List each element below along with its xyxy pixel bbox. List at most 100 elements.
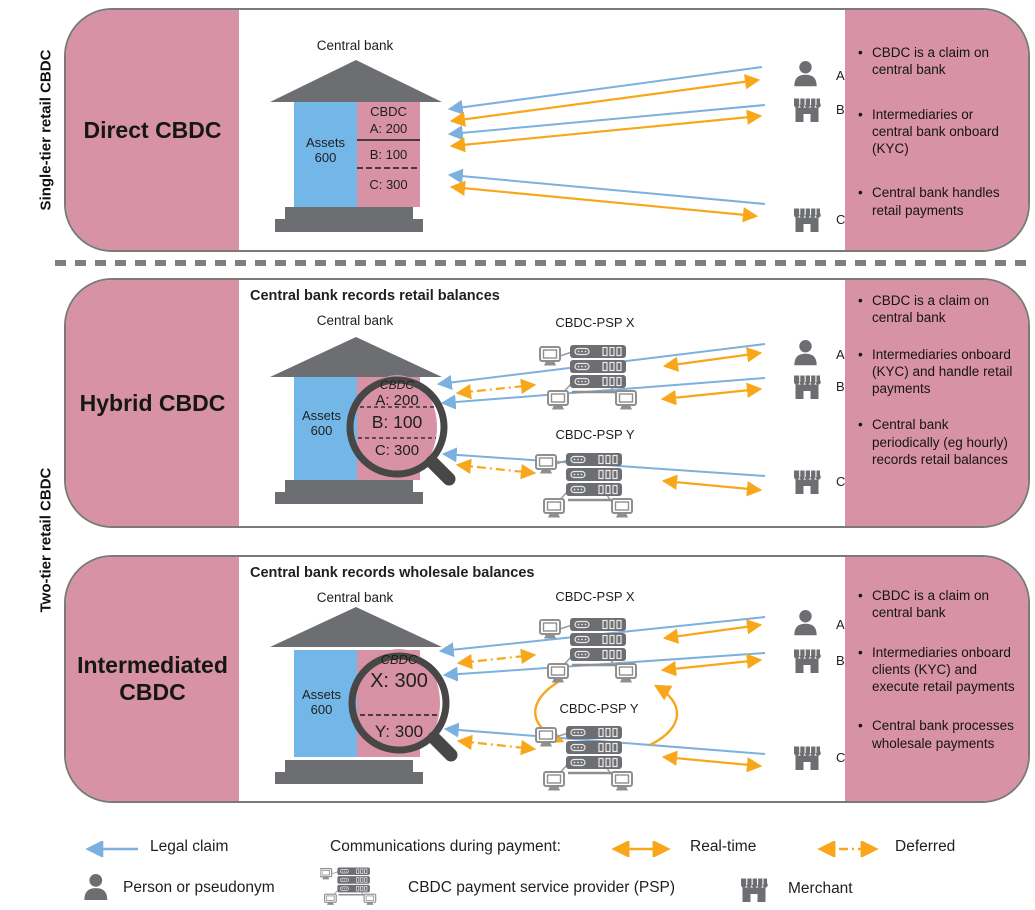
panel-hybrid-cbdc: Central bank records retail balances Cen… (64, 278, 1030, 528)
intermediated-cbdc-diagram (270, 607, 821, 803)
hybrid-cbdc-diagram (270, 337, 821, 528)
panel-notes-hybrid: CBDC is a claim on central bank Intermed… (845, 280, 1028, 526)
merchant-legend-icon (741, 878, 768, 902)
central-bank-building (270, 60, 442, 232)
user-label-a: A (836, 617, 845, 632)
real-time-arrows (660, 619, 763, 773)
bullet-list: CBDC is a claim on central bank Intermed… (855, 292, 1016, 468)
panel-notes-intermediated: CBDC is a claim on central bank Intermed… (845, 557, 1028, 801)
ledger-title: CBDC (370, 104, 407, 119)
psp-y-label: CBDC-PSP Y (555, 427, 635, 442)
person-legend-icon (84, 874, 108, 900)
user-label-b: B (836, 653, 845, 668)
ledger-row: B: 100 (369, 147, 408, 162)
bullet: Central bank handles retail payments (855, 184, 1016, 219)
ledger-row: X: 300 (370, 670, 428, 692)
legend-psp-label: CBDC payment service provider (PSP) (408, 879, 676, 896)
panel-direct-cbdc: Central bank Assets 600 CBDC A: 200 B: 1… (64, 8, 1030, 252)
psp-x-label: CBDC-PSP X (555, 589, 635, 604)
assets-label: Assets (305, 135, 345, 150)
deferred-legend-arrow (817, 841, 879, 857)
person-icon (794, 610, 817, 636)
assets-value: 600 (314, 150, 337, 165)
user-label-c: C (836, 212, 846, 227)
assets-label: Assets (301, 408, 341, 423)
direct-cbdc-diagram (270, 60, 821, 232)
ledger-row: C: 300 (374, 442, 420, 459)
panel-heading: Central bank records retail balances (250, 288, 500, 304)
assets-cell: Assets 600 (290, 687, 353, 717)
assets-label: Assets (301, 687, 341, 702)
real-time-arrows (660, 347, 763, 497)
bullet: Intermediaries or central bank onboard (… (855, 106, 1016, 158)
ledger-row: A: 200 (369, 121, 408, 136)
assets-cell: Assets 600 (290, 408, 353, 438)
bullet: Intermediaries onboard (KYC) and handle … (855, 346, 1016, 398)
user-label-a: A (836, 347, 845, 362)
person-icon (794, 61, 817, 87)
central-bank-label: Central bank (316, 313, 394, 328)
ledger-row: A: 200 (375, 392, 419, 409)
side-label-two-tier: Two-tier retail CBDC (37, 467, 55, 613)
psp-cluster-x (540, 618, 636, 683)
user-label-c: C (836, 750, 846, 765)
psp-cluster-y (536, 726, 632, 791)
magnifier (346, 375, 456, 486)
bullet: CBDC is a claim on central bank (855, 587, 1016, 622)
assets-cell: Assets 600 (294, 135, 357, 165)
person-icon (794, 340, 817, 366)
merchant-icon (794, 470, 821, 494)
bullet-list: CBDC is a claim on central bank Intermed… (855, 44, 1016, 219)
psp-x-label: CBDC-PSP X (555, 315, 635, 330)
ledger-title: CBDC (379, 378, 414, 392)
legend-person-label: Person or pseudonym (123, 879, 275, 896)
ledger-row: C: 300 (369, 177, 408, 192)
psp-y-label: CBDC-PSP Y (559, 701, 639, 716)
user-label-b: B (836, 379, 845, 394)
bullet: CBDC is a claim on central bank (855, 44, 1016, 79)
bullet-list: CBDC is a claim on central bank Intermed… (855, 587, 1016, 752)
side-label-single-tier: Single-tier retail CBDC (37, 49, 55, 211)
central-bank-label: Central bank (316, 38, 394, 53)
ledger-row: B: 100 (371, 412, 423, 432)
bullet: Central bank processes wholesale payment… (855, 717, 1016, 752)
legend-comms-title: Communications during payment: (330, 838, 561, 855)
magnifier (348, 649, 458, 762)
panel-notes-direct: CBDC is a claim on central bank Intermed… (845, 10, 1028, 250)
user-label-b: B (836, 102, 845, 117)
legend-deferred-label: Deferred (895, 838, 956, 855)
panel-title-direct: Direct CBDC (66, 10, 239, 250)
panel-heading: Central bank records wholesale balances (250, 565, 535, 581)
merchant-icon (794, 208, 821, 232)
deferred-arrows (456, 648, 537, 756)
section-divider (55, 260, 1035, 266)
ledger-title: CBDC (380, 652, 418, 667)
panel-title-hybrid: Hybrid CBDC (66, 280, 239, 526)
merchant-icon (794, 649, 821, 673)
user-label-c: C (836, 474, 846, 489)
assets-value: 600 (310, 423, 333, 438)
psp-cluster-x (540, 345, 636, 410)
panel-title-intermediated: Intermediated CBDC (66, 557, 239, 801)
bullet: Central bank periodically (eg hourly) re… (855, 416, 1016, 468)
panel-intermediated-cbdc: Central bank records wholesale balances … (64, 555, 1030, 803)
central-bank-label: Central bank (316, 590, 394, 605)
bullet: CBDC is a claim on central bank (855, 292, 1016, 327)
legend-legal-claim-label: Legal claim (150, 838, 229, 855)
legal-claim-legend-arrow (85, 841, 138, 857)
real-time-arrows (449, 74, 763, 223)
real-time-legend-arrow (611, 841, 671, 857)
bullet: Intermediaries onboard clients (KYC) and… (855, 644, 1016, 696)
psp-legend-icon (320, 864, 384, 910)
deferred-arrows (455, 378, 537, 480)
legend-merchant-label: Merchant (788, 880, 853, 897)
legal-claim-arrows (447, 66, 766, 205)
ledger-row: Y: 300 (374, 722, 424, 741)
legend-real-time-label: Real-time (690, 838, 757, 855)
merchant-icon (794, 375, 821, 399)
merchant-icon (794, 98, 821, 122)
psp-cluster-y (536, 453, 632, 518)
assets-value: 600 (310, 702, 333, 717)
merchant-icon (794, 746, 821, 770)
